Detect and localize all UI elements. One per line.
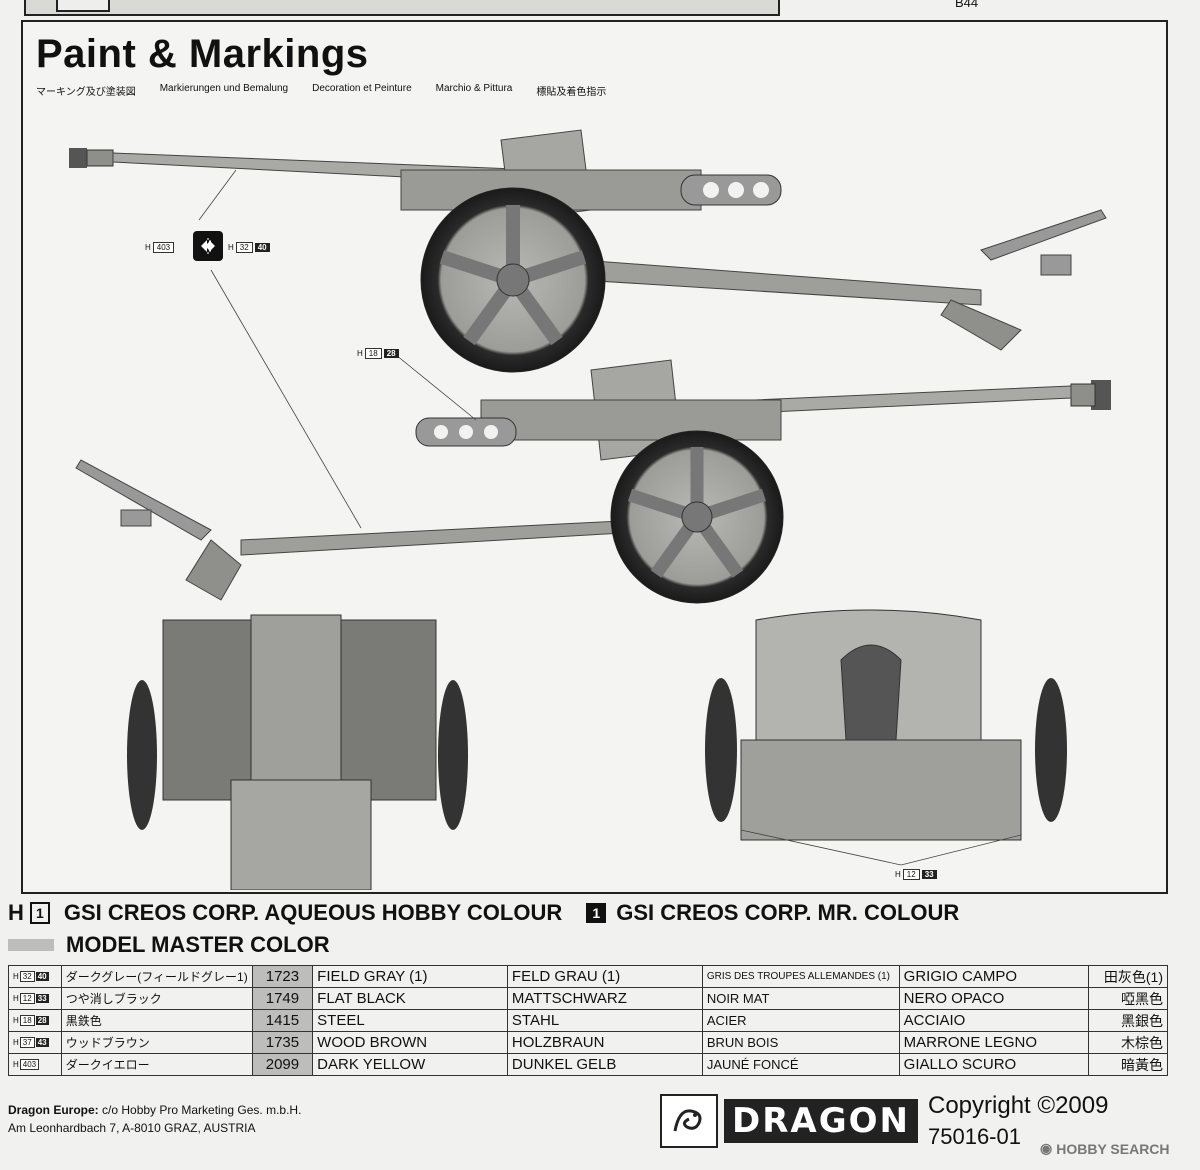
color-cell-fr: NOIR MAT	[701, 987, 900, 1010]
aqueous-box-icon: 1	[29, 902, 50, 924]
subtitle-it: Marchio & Pittura	[435, 83, 513, 94]
subtitle-fr: Decoration et Peinture	[312, 83, 412, 94]
color-cell-cn: 木棕色	[1088, 1031, 1168, 1054]
watermark-icon: ◉	[1040, 1140, 1053, 1156]
color-cell-fr: JAUNÉ FONCÉ	[701, 1053, 900, 1076]
product-number: 75016-01	[928, 1124, 1021, 1149]
dragon-wordmark: DRAGON	[724, 1099, 918, 1143]
mr-color-label: GSI CREOS CORP. MR. COLOUR	[616, 900, 960, 925]
paint-legend-row: H 1 GSI CREOS CORP. AQUEOUS HOBBY COLOUR…	[8, 900, 960, 925]
color-cell-it: GRIGIO CAMPO	[898, 965, 1090, 988]
leader-lines	[198, 169, 1022, 866]
color-cell-cn: 田灰色(1)	[1088, 965, 1168, 988]
subtitle-jp: マーキング及び塗装図	[36, 87, 136, 98]
color-cell-cn: 啞黑色	[1088, 987, 1168, 1010]
front-view	[705, 609, 1067, 841]
color-cell-de: FELD GRAU (1)	[506, 965, 703, 988]
color-cell-de: STAHL	[506, 1009, 703, 1032]
company-name: Dragon Europe:	[8, 1103, 99, 1117]
side-view-right	[75, 359, 1111, 604]
color-cell-de: HOLZBRAUN	[506, 1031, 703, 1054]
color-cell-jp: ウッドブラウン	[60, 1031, 253, 1054]
dragon-logo: DRAGON	[660, 1094, 918, 1148]
copyright: Copyright ©2009	[928, 1092, 1109, 1119]
aqueous-label: GSI CREOS CORP. AQUEOUS HOBBY COLOUR	[63, 900, 563, 925]
color-cell-en: FIELD GRAY (1)	[312, 965, 508, 988]
color-cell-de: DUNKEL GELB	[506, 1053, 703, 1076]
color-cell-num: 2099	[251, 1053, 314, 1076]
color-cell-num: 1415	[251, 1009, 314, 1032]
color-cell-en: FLAT BLACK	[312, 987, 508, 1010]
color-cell-it: GIALLO SCURO	[898, 1053, 1090, 1076]
color-cell-en: DARK YELLOW	[312, 1053, 508, 1076]
color-cell-it: NERO OPACO	[898, 987, 1090, 1010]
color-cell-fr: ACIER	[701, 1009, 900, 1032]
color-cell-jp: つや消しブラック	[60, 987, 253, 1010]
footer-address: Dragon Europe: c/o Hobby Pro Marketing G…	[8, 1103, 302, 1135]
color-cell-cn: 暗黃色	[1088, 1053, 1168, 1076]
page-id: B44	[955, 0, 979, 10]
model-master-swatch	[8, 939, 54, 951]
mr-color-box-icon: 1	[586, 903, 607, 923]
double-arrow-icon	[193, 231, 223, 261]
color-cell-fr: BRUN BOIS	[701, 1031, 900, 1054]
top-strip-tab	[56, 0, 110, 12]
color-cell-it: MARRONE LEGNO	[898, 1031, 1090, 1054]
dragon-emblem-icon	[660, 1094, 718, 1148]
page-title: Paint & Markings	[36, 32, 369, 76]
color-cell-en: WOOD BROWN	[312, 1031, 508, 1054]
color-cell-en: STEEL	[312, 1009, 508, 1032]
color-cell-cn: 黑銀色	[1088, 1009, 1168, 1032]
color-cell-jp: 黒鉄色	[60, 1009, 253, 1032]
color-cell-jp: ダークグレー(フィールドグレー1)	[60, 965, 253, 988]
color-cell-num: 1723	[251, 965, 314, 988]
gun-illustrations	[69, 129, 1111, 890]
subtitle-row: マーキング及び塗装図 Markierungen und Bemalung Dec…	[36, 83, 630, 98]
subtitle-de: Markierungen und Bemalung	[159, 83, 289, 94]
subtitle-cn: 標貼及着色指示	[536, 87, 607, 98]
color-cell-de: MATTSCHWARZ	[506, 987, 703, 1010]
color-cell-it: ACCIAIO	[898, 1009, 1090, 1032]
rear-view	[127, 614, 468, 890]
side-view-left	[69, 129, 1107, 373]
top-border-strip	[24, 0, 780, 16]
model-master-label: MODEL MASTER COLOR	[66, 932, 330, 957]
color-cell-jp: ダークイエロー	[60, 1053, 253, 1076]
color-cell-num: 1749	[251, 987, 314, 1010]
color-cell-fr: GRIS DES TROUPES ALLEMANDES (1)	[701, 965, 900, 988]
watermark: ◉ HOBBY SEARCH	[1040, 1140, 1170, 1157]
color-cell-num: 1735	[251, 1031, 314, 1054]
model-master-row: MODEL MASTER COLOR	[8, 932, 330, 958]
